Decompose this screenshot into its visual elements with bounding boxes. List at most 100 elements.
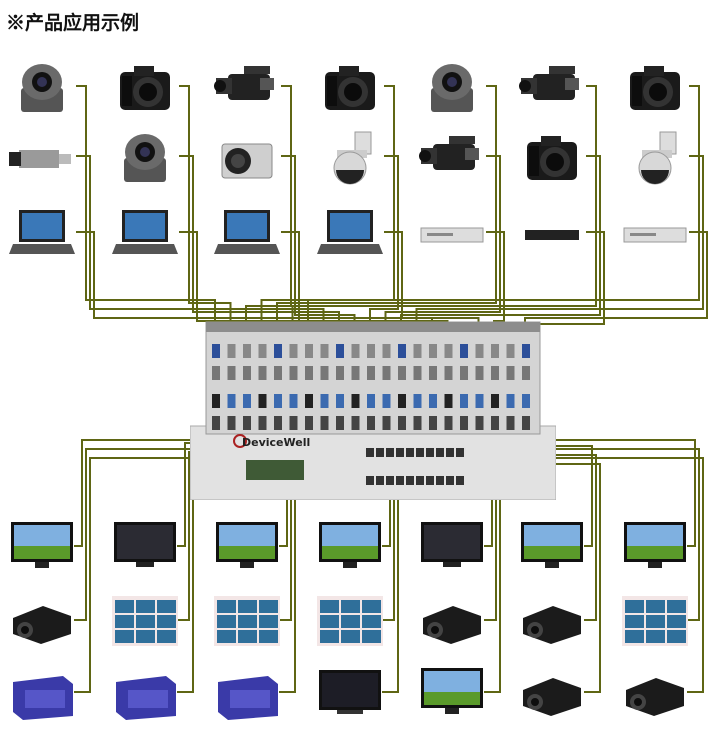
port	[351, 344, 360, 358]
speed-dome-camera-icon	[333, 131, 372, 185]
port	[444, 416, 453, 430]
output-monitor	[214, 518, 280, 576]
monitor-icon	[319, 522, 381, 568]
port	[367, 394, 375, 408]
front-panel-button[interactable]	[396, 476, 404, 485]
input-speed-dome-camera	[317, 128, 383, 186]
port	[212, 394, 220, 408]
input-laptop	[214, 204, 280, 262]
port	[227, 416, 236, 430]
port	[491, 416, 499, 430]
video-wall-icon	[622, 596, 688, 646]
port	[274, 344, 282, 358]
port	[491, 366, 499, 380]
front-panel-button[interactable]	[446, 448, 454, 457]
camcorder-icon	[214, 66, 274, 100]
port	[320, 416, 329, 430]
output-monitor	[419, 664, 485, 722]
port	[274, 416, 282, 430]
matrix-brand-logo: DeviceWell	[242, 436, 311, 449]
front-panel-button[interactable]	[366, 448, 374, 457]
zoom-camera-icon	[221, 143, 273, 179]
port	[320, 394, 329, 408]
section-title: ※产品应用示例	[6, 12, 140, 34]
matrix-switcher-chassis: DeviceWell	[189, 318, 557, 501]
input-camcorder	[419, 128, 485, 186]
front-panel-button[interactable]	[436, 476, 444, 485]
monitor-black-icon	[114, 522, 176, 567]
port	[212, 344, 220, 358]
dslr-camera-icon	[527, 136, 577, 180]
port	[367, 344, 375, 358]
output-tv-black	[317, 664, 383, 722]
cable	[276, 85, 497, 340]
port	[429, 366, 437, 380]
front-panel-button[interactable]	[406, 476, 414, 485]
front-panel-button[interactable]	[436, 448, 444, 457]
input-laptop	[317, 204, 383, 262]
front-panel-button[interactable]	[366, 476, 374, 485]
video-wall-icon	[317, 596, 383, 646]
port	[305, 394, 313, 408]
port	[243, 366, 251, 380]
port	[506, 394, 515, 408]
port	[382, 416, 391, 430]
output-monitor	[317, 518, 383, 576]
port	[444, 344, 453, 358]
port	[398, 344, 406, 358]
port	[398, 366, 406, 380]
port	[398, 416, 406, 430]
port	[522, 394, 530, 408]
laptop-icon	[214, 210, 280, 254]
output-projector	[622, 664, 688, 722]
front-panel-button[interactable]	[456, 476, 464, 485]
front-panel-button[interactable]	[426, 476, 434, 485]
input-laptop	[9, 204, 75, 262]
front-panel-button[interactable]	[446, 476, 454, 485]
port	[413, 366, 422, 380]
port	[382, 394, 391, 408]
port	[413, 394, 422, 408]
port	[367, 416, 375, 430]
cable	[369, 155, 399, 340]
output-monitor	[519, 518, 585, 576]
front-panel-button[interactable]	[386, 476, 394, 485]
port	[429, 416, 437, 430]
front-panel-button[interactable]	[456, 448, 464, 457]
port	[305, 366, 313, 380]
extender-icon	[13, 676, 73, 720]
output-projector	[9, 592, 75, 650]
port	[289, 394, 298, 408]
front-panel-button[interactable]	[426, 448, 434, 457]
port	[460, 366, 468, 380]
port	[444, 366, 453, 380]
port	[429, 344, 437, 358]
front-panel-button[interactable]	[376, 448, 384, 457]
input-dslr-camera	[112, 58, 178, 116]
front-panel-button[interactable]	[406, 448, 414, 457]
port	[212, 416, 220, 430]
monitor-icon	[216, 522, 278, 568]
output-monitor-black	[112, 518, 178, 576]
cable	[307, 85, 700, 340]
port	[444, 394, 453, 408]
port	[506, 416, 515, 430]
front-panel-button[interactable]	[396, 448, 404, 457]
front-panel-button[interactable]	[386, 448, 394, 457]
input-dslr-camera	[622, 58, 688, 116]
video-wall-icon	[112, 596, 178, 646]
port	[351, 366, 360, 380]
front-panel-button[interactable]	[416, 476, 424, 485]
dslr-camera-icon	[325, 66, 375, 110]
front-panel-button[interactable]	[416, 448, 424, 457]
port	[491, 344, 499, 358]
input-dvd-player	[419, 204, 485, 262]
port	[475, 366, 484, 380]
input-ptz-camera	[419, 58, 485, 116]
laptop-icon	[9, 210, 75, 254]
dslr-camera-icon	[120, 66, 170, 110]
speed-dome-camera-icon	[638, 131, 677, 185]
output-video-wall	[112, 592, 178, 650]
front-panel-button[interactable]	[376, 476, 384, 485]
